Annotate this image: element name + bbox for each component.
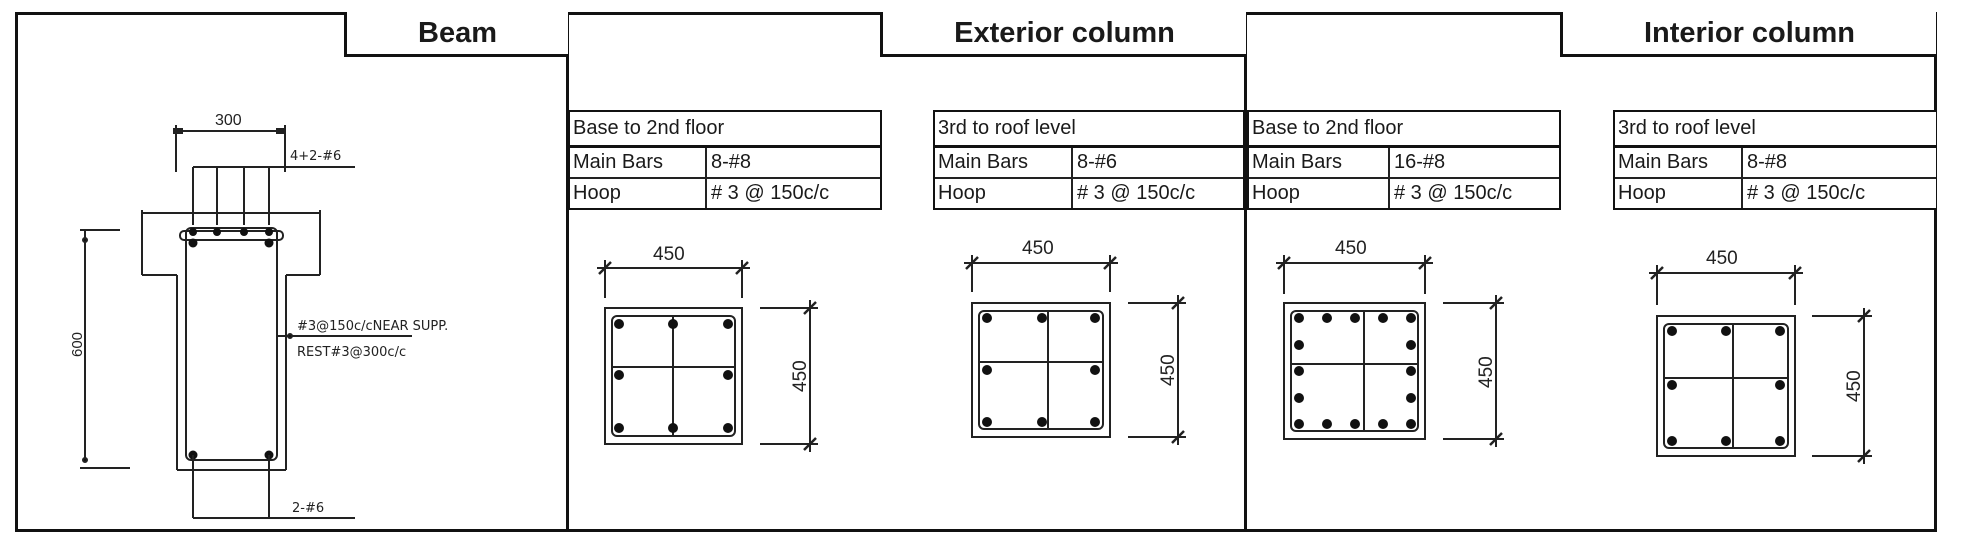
height-dim: 450 [1158,354,1179,386]
level-label: Base to 2nd floor [1249,112,1559,148]
main-bars-value: 8-#6 [1077,151,1118,173]
height-dim: 450 [790,360,811,392]
level-label: 3rd to roof level [1615,112,1936,148]
exterior-column-section-base: 450 450 [595,244,820,454]
main-bars-value: 8-#8 [1747,151,1788,173]
beam-top-bars: 4+2-#6 [290,149,341,164]
main-bars-label: Main Bars [1615,148,1743,177]
main-bars-label: Main Bars [935,148,1073,177]
hoop-value: # 3 @ 150c/c [1077,182,1196,204]
interior-column-section-base: 450 450 [1274,238,1506,449]
divider-exterior-interior [1244,12,1247,532]
main-bars-value: 8-#8 [711,151,752,173]
width-dim: 450 [1335,238,1367,259]
beam-bottom-bars: 2-#6 [292,501,324,516]
width-dim: 450 [1022,238,1054,259]
hoop-label: Hoop [1249,179,1390,208]
hoop-label: Hoop [935,179,1073,208]
hoop-value: # 3 @ 150c/c [711,182,830,204]
interior-column-section-upper: 450 450 [1647,248,1874,466]
width-dim: 450 [653,244,685,265]
main-bars-value: 16-#8 [1394,151,1446,173]
hoop-value: # 3 @ 150c/c [1394,182,1513,204]
hoop-label: Hoop [1615,179,1743,208]
main-bars-label: Main Bars [570,148,707,177]
beam-width-dim: 300 [215,112,242,129]
exterior-column-section-upper: 450 450 [962,238,1188,447]
width-dim: 450 [1706,248,1738,269]
level-label: 3rd to roof level [935,112,1243,148]
hoop-label: Hoop [570,179,707,208]
beam-stirrups-rest: REST#3@300c/c [297,345,406,360]
beam-depth-dim: 600 [69,332,86,357]
main-bars-label: Main Bars [1249,148,1390,177]
beam-section-drawing: 300 4+2-#6 600 #3 [69,112,448,519]
beam-stirrups-near-support: #3@150c/cNEAR SUPP. [297,319,448,334]
interior-column-title: Interior column [1560,12,1936,57]
height-dim: 450 [1476,356,1497,388]
level-label: Base to 2nd floor [570,112,880,148]
divider-beam-exterior [566,12,569,532]
hoop-value: # 3 @ 150c/c [1747,182,1866,204]
height-dim: 450 [1844,370,1865,402]
beam-title: Beam [344,12,568,57]
exterior-column-title: Exterior column [880,12,1246,57]
